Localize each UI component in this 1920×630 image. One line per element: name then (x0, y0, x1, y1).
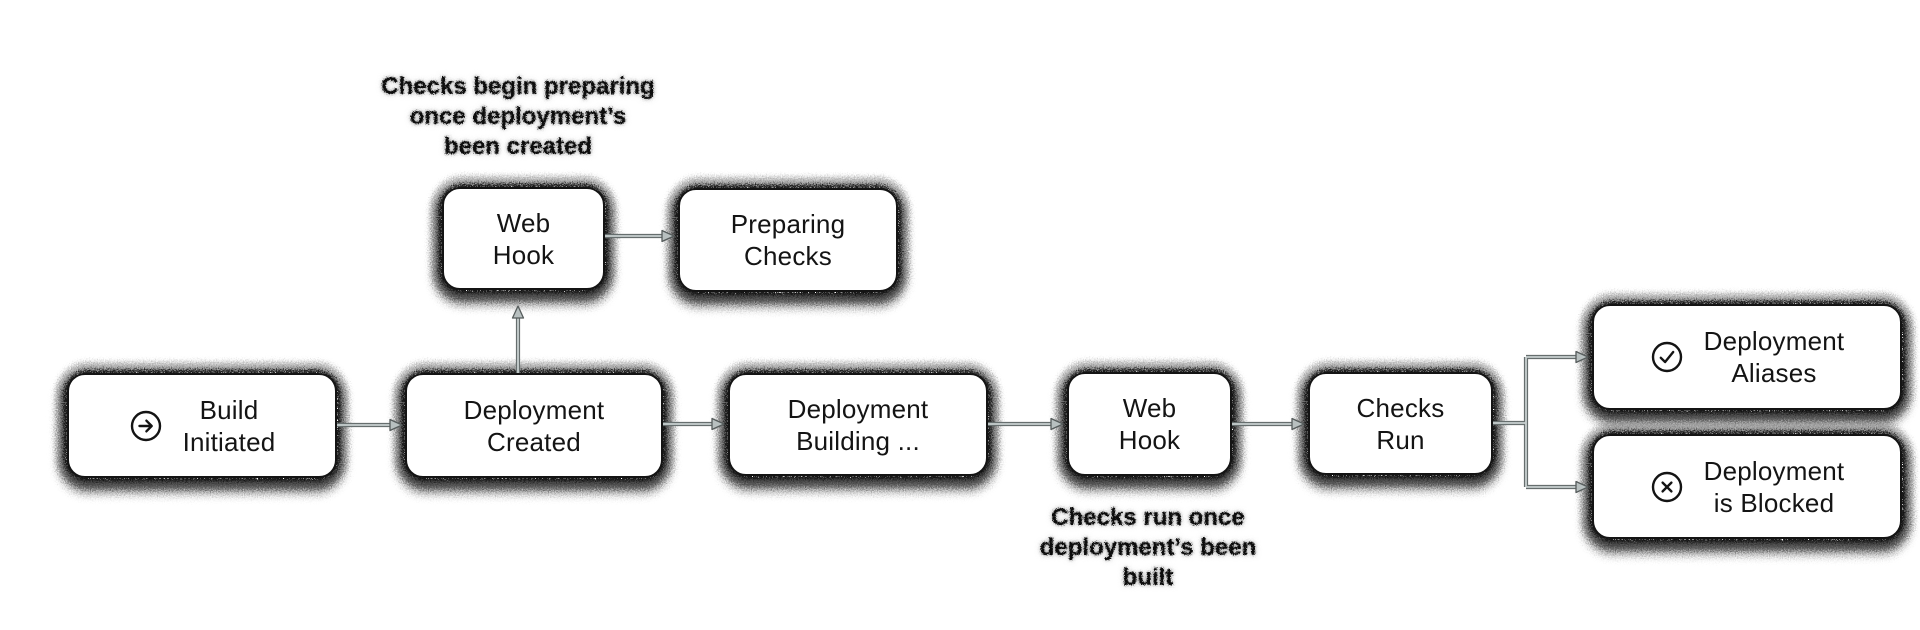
edge-created-to-building (663, 417, 725, 431)
node-web-hook-2: Web Hook (1067, 372, 1232, 476)
node-label-line: Hook (1118, 425, 1181, 455)
node-label-line: Hook (492, 239, 555, 270)
arrowhead-icon (511, 305, 525, 319)
edge-webhook1-to-preparing (605, 229, 675, 243)
arrow-right-circle-icon (129, 409, 163, 443)
node-label-line: Preparing (730, 209, 846, 239)
arrowhead-icon (389, 418, 403, 432)
node-label-line: Deployment (1703, 455, 1845, 486)
arrowhead-icon (1575, 480, 1589, 494)
node-label: Deployment Building ... (788, 393, 929, 457)
annotation-checks-begin-preparing: Checks begin preparing once deployment’s… (298, 72, 738, 162)
arrowhead-icon (1291, 417, 1305, 431)
node-deployment-building: Deployment Building ... (728, 373, 988, 476)
node-label-line: Initiated (182, 426, 276, 457)
annotation-line: once deployment’s (409, 103, 627, 130)
node-label: Preparing Checks (731, 208, 846, 272)
node-build-initiated: Build Initiated (67, 373, 337, 478)
annotation-line: Checks begin preparing (381, 73, 655, 100)
node-label-line: Checks (1356, 392, 1445, 423)
node-label-line: Web (1122, 393, 1177, 423)
node-label-line: Deployment (463, 394, 605, 425)
node-label: Deployment Aliases (1704, 325, 1845, 389)
node-label-line: Aliases (1731, 358, 1817, 388)
annotation-checks-run-once: Checks run once deployment’s been built (978, 503, 1318, 593)
node-label-line: Deployment (787, 393, 929, 424)
x-circle-icon (1650, 470, 1684, 504)
edge-building-to-webhook2 (988, 417, 1064, 431)
node-deployment-created: Deployment Created (405, 373, 663, 478)
node-label: Build Initiated (183, 394, 276, 458)
node-deployment-is-blocked: Deployment is Blocked (1592, 434, 1902, 539)
node-label: Deployment Created (464, 394, 605, 458)
node-label: Checks Run (1357, 392, 1445, 456)
node-label: Web Hook (1119, 392, 1181, 456)
annotation-line: deployment’s been (1039, 534, 1257, 561)
arrowhead-icon (711, 417, 725, 431)
node-label: Deployment is Blocked (1704, 455, 1845, 519)
node-preparing-checks: Preparing Checks (678, 188, 898, 292)
arrowhead-icon (1575, 350, 1589, 364)
node-deployment-aliases: Deployment Aliases (1592, 304, 1902, 410)
node-label-line: Created (487, 426, 581, 457)
node-label-line: Building ... (796, 425, 920, 456)
annotation-line: built (1122, 564, 1174, 591)
node-label-line: Deployment (1703, 326, 1845, 356)
annotation-line: been created (443, 133, 593, 160)
node-label-line: Build (199, 394, 259, 425)
node-label-line: is Blocked (1713, 487, 1835, 518)
edge-created-to-webhook1 (511, 305, 525, 373)
node-label-line: Checks (744, 241, 832, 271)
edge-checksrun-branch (1493, 350, 1589, 494)
arrowhead-icon (1050, 417, 1064, 431)
edge-build-to-created (337, 418, 403, 432)
edge-webhook2-to-checksrun (1232, 417, 1305, 431)
node-label-line: Web (496, 207, 551, 238)
check-circle-icon (1650, 340, 1684, 374)
node-web-hook-1: Web Hook (442, 187, 605, 290)
node-checks-run: Checks Run (1308, 372, 1493, 475)
arrowhead-icon (661, 229, 675, 243)
node-label-line: Run (1376, 424, 1425, 455)
annotation-line: Checks run once (1051, 504, 1245, 531)
node-label: Web Hook (493, 207, 555, 271)
